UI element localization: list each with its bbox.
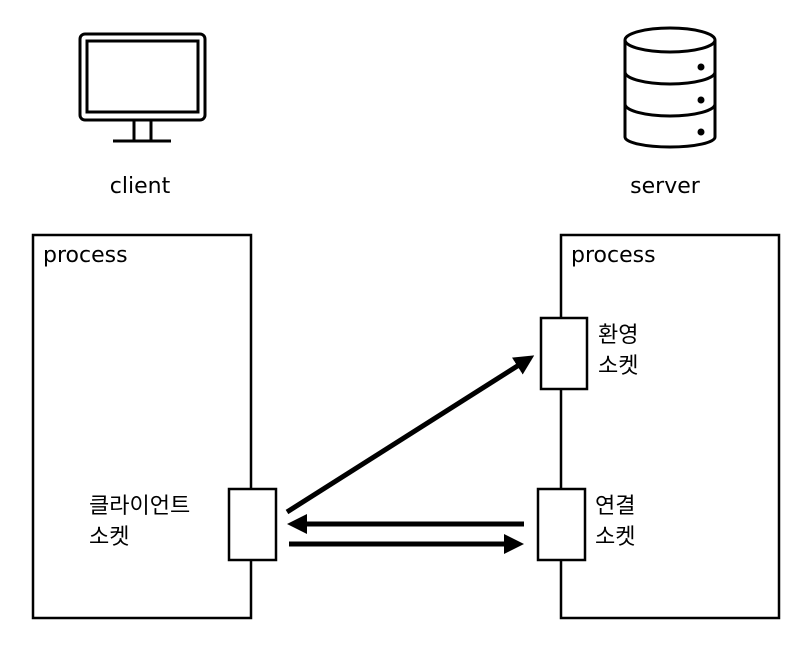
database-icon [623, 26, 717, 149]
client-socket [227, 487, 278, 562]
connection-socket [536, 487, 587, 562]
client-socket-label-line1: 클라이언트 [89, 494, 191, 519]
server-process-title: process [571, 243, 656, 268]
client-process-box [31, 233, 253, 620]
connection-socket-label-line2: 소켓 [595, 525, 636, 550]
welcome-socket-label-line2: 소켓 [598, 354, 639, 379]
welcome-socket-label-line1: 환영 [598, 323, 639, 348]
server-label: server [630, 174, 700, 199]
request-arrow [285, 355, 535, 515]
monitor-icon [78, 32, 207, 143]
client-socket-label-line2: 소켓 [89, 525, 130, 550]
client-process-title: process [43, 243, 128, 268]
connection-socket-label-line1: 연결 [595, 494, 636, 519]
client-label: client [109, 174, 171, 199]
welcome-socket [539, 316, 589, 391]
server-process-box [559, 233, 781, 620]
